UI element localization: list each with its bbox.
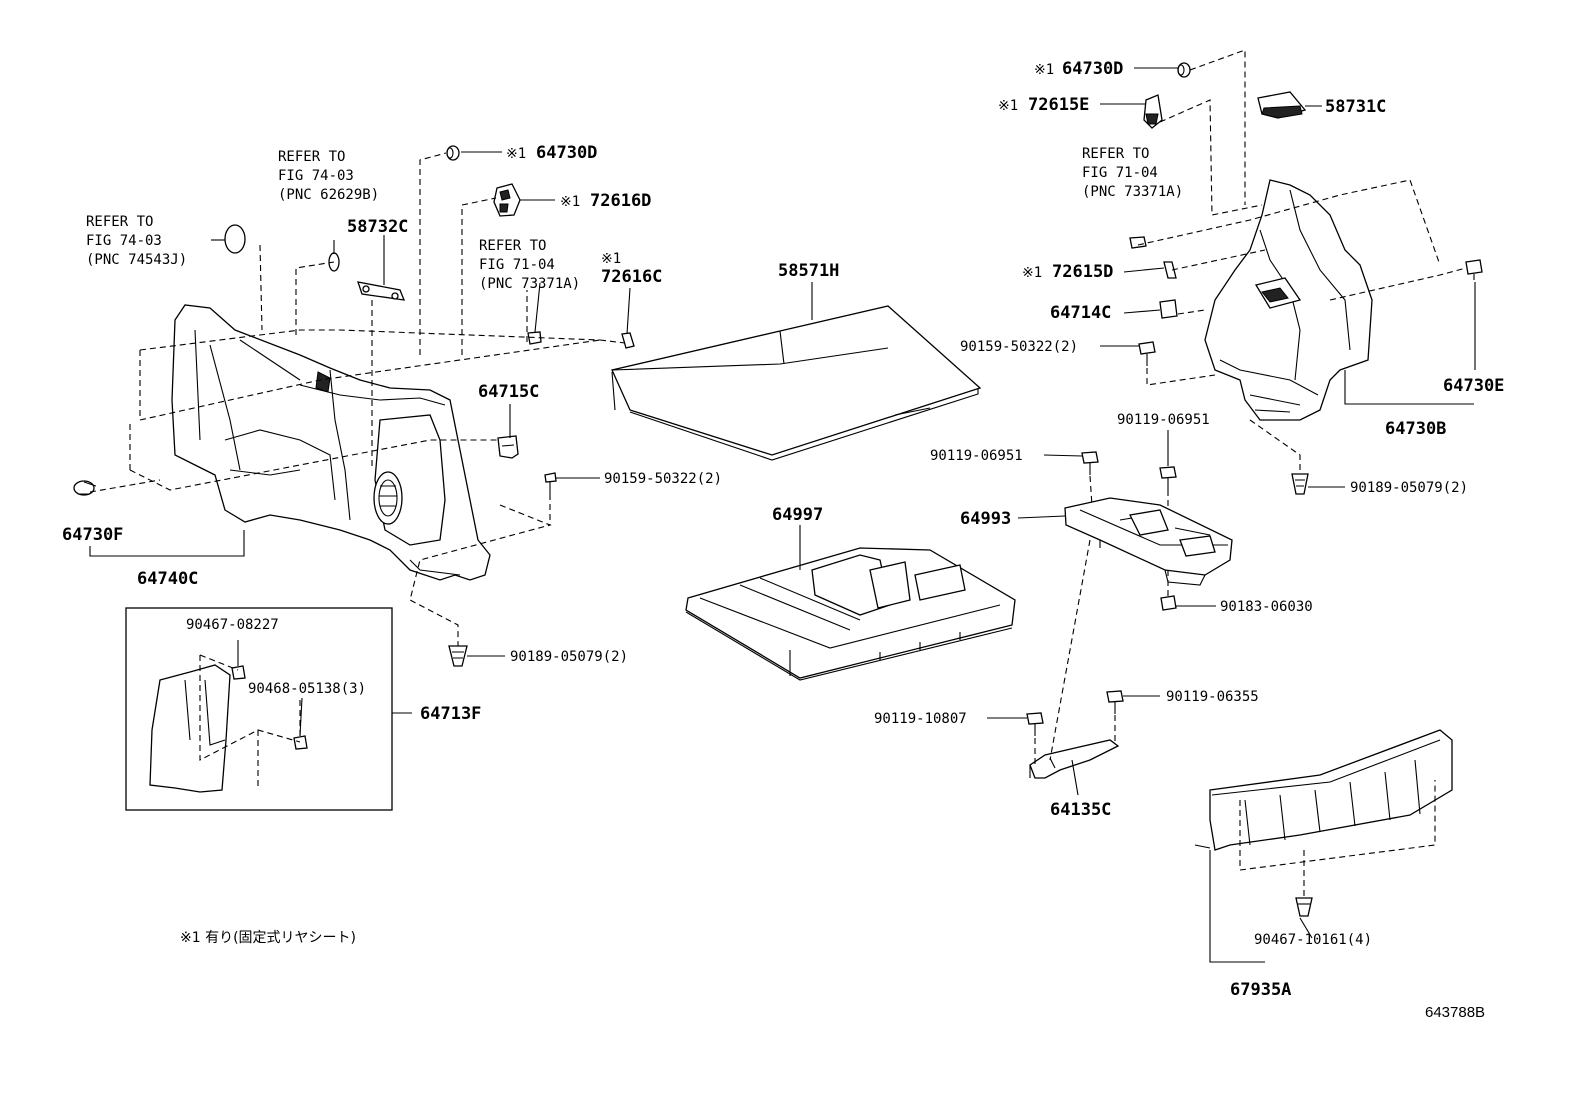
mark-64730d-top: ※1 <box>1034 62 1054 78</box>
left-trim-panel-64740c <box>171 304 491 581</box>
label-90159-right: 90159-50322(2) <box>960 339 1078 355</box>
label-90468: 90468-05138(3) <box>248 681 366 697</box>
label-58732c: 58732C <box>347 217 408 237</box>
footnote: ※1 有り(固定式リヤシート) <box>180 930 356 946</box>
label-90467-10161: 90467-10161(4) <box>1254 932 1372 948</box>
label-67935a: 67935A <box>1230 980 1291 1000</box>
mark-72616c: ※1 <box>601 251 621 267</box>
cover-58732c <box>357 281 406 301</box>
ref2-line2: FIG 74-03 <box>278 168 354 184</box>
pad-64714c <box>1159 299 1178 319</box>
label-64993: 64993 <box>960 509 1011 529</box>
clip-64730d-left <box>446 145 460 161</box>
screw-90119-06355 <box>1106 690 1124 714</box>
label-72616d: 72616D <box>590 191 651 211</box>
label-64730e: 64730E <box>1443 376 1504 396</box>
clip-90189-left <box>448 645 468 667</box>
label-64714c: 64714C <box>1050 303 1111 323</box>
mark-72616d: ※1 <box>560 194 580 210</box>
scuff-plate-67935a <box>1194 729 1453 851</box>
label-64730f: 64730F <box>62 525 123 545</box>
label-58731c: 58731C <box>1325 97 1386 117</box>
label-64997: 64997 <box>772 505 823 525</box>
label-90119-06951-b: 90119-06951 <box>1117 412 1210 428</box>
screw-90159-right <box>1138 341 1156 366</box>
tonneau-cover-58571h <box>611 305 982 461</box>
drawing-number: 643788B <box>1425 1004 1485 1021</box>
clip-90189-right <box>1291 473 1309 495</box>
right-trim-panel-64730b <box>1204 179 1373 421</box>
ref3-line3: (PNC 73371A) <box>479 276 580 292</box>
ref4-line1: REFER TO <box>1082 146 1149 162</box>
label-90467-08227: 90467-08227 <box>186 617 279 633</box>
mark-64730d-left: ※1 <box>506 146 526 162</box>
label-64713f: 64713F <box>420 704 481 724</box>
pin-72615d <box>1163 261 1177 279</box>
ref3-line1: REFER TO <box>479 238 546 254</box>
clip-73371a-right <box>1129 236 1147 249</box>
bracket-64715c <box>497 435 519 459</box>
label-90189-right: 90189-05079(2) <box>1350 480 1468 496</box>
label-64740c: 64740C <box>137 569 198 589</box>
label-58571h: 58571H <box>778 261 839 281</box>
ref2-line1: REFER TO <box>278 149 345 165</box>
label-72615e: 72615E <box>1028 95 1089 115</box>
label-90119-06951-a: 90119-06951 <box>930 448 1023 464</box>
clip-64730f <box>73 480 97 496</box>
screw-90119-06951-b <box>1159 466 1177 490</box>
insulator-64713f <box>149 664 231 793</box>
label-90159-left: 90159-50322(2) <box>604 471 722 487</box>
nut-90183 <box>1160 595 1177 611</box>
ref2-line3: (PNC 62629B) <box>278 187 379 203</box>
label-64730d-top: 64730D <box>1062 59 1123 79</box>
tray-64993 <box>1064 497 1233 586</box>
clip-64730e <box>1465 259 1483 280</box>
guide-lines <box>89 49 1467 898</box>
screw-90159-left <box>544 472 557 494</box>
leader-lines <box>89 67 1476 963</box>
label-72616c: 72616C <box>601 267 662 287</box>
ref4-line2: FIG 71-04 <box>1082 165 1158 181</box>
inset-frame-64713f <box>125 607 393 811</box>
mark-72615e: ※1 <box>998 98 1018 114</box>
label-72615d: 72615D <box>1052 262 1113 282</box>
ref1-line1: REFER TO <box>86 214 153 230</box>
label-90183: 90183-06030 <box>1220 599 1313 615</box>
ref-part-74543j <box>224 224 246 254</box>
clip-90467-10161 <box>1295 897 1313 917</box>
label-90119-06355: 90119-06355 <box>1166 689 1259 705</box>
clip-64730d-top <box>1177 62 1191 78</box>
label-90119-10807: 90119-10807 <box>874 711 967 727</box>
label-90189-left: 90189-05079(2) <box>510 649 628 665</box>
ref1-line3: (PNC 74543J) <box>86 252 187 268</box>
cap-58731c <box>1257 91 1307 119</box>
ref3-line2: FIG 71-04 <box>479 257 555 273</box>
label-64135c: 64135C <box>1050 800 1111 820</box>
ref1-line2: FIG 74-03 <box>86 233 162 249</box>
mark-72615d: ※1 <box>1022 265 1042 281</box>
bracket-72615e <box>1143 94 1163 129</box>
deck-board-64997 <box>685 547 1016 681</box>
pin-72616c <box>621 332 635 349</box>
label-64715c: 64715C <box>478 382 539 402</box>
label-64730d-left: 64730D <box>536 143 597 163</box>
clip-90467-08227 <box>231 665 246 680</box>
clip-90468 <box>293 735 308 750</box>
screw-90119-06951-a <box>1081 451 1099 475</box>
ref4-line3: (PNC 73371A) <box>1082 184 1183 200</box>
bracket-72616d <box>493 183 521 217</box>
screw-90119-10807 <box>1026 712 1044 736</box>
part-labels: ※1 64730D ※1 72615E 58731C REFER TO FIG … <box>62 59 1504 1021</box>
bracket-64135c <box>1029 739 1120 779</box>
label-64730b: 64730B <box>1385 419 1446 439</box>
